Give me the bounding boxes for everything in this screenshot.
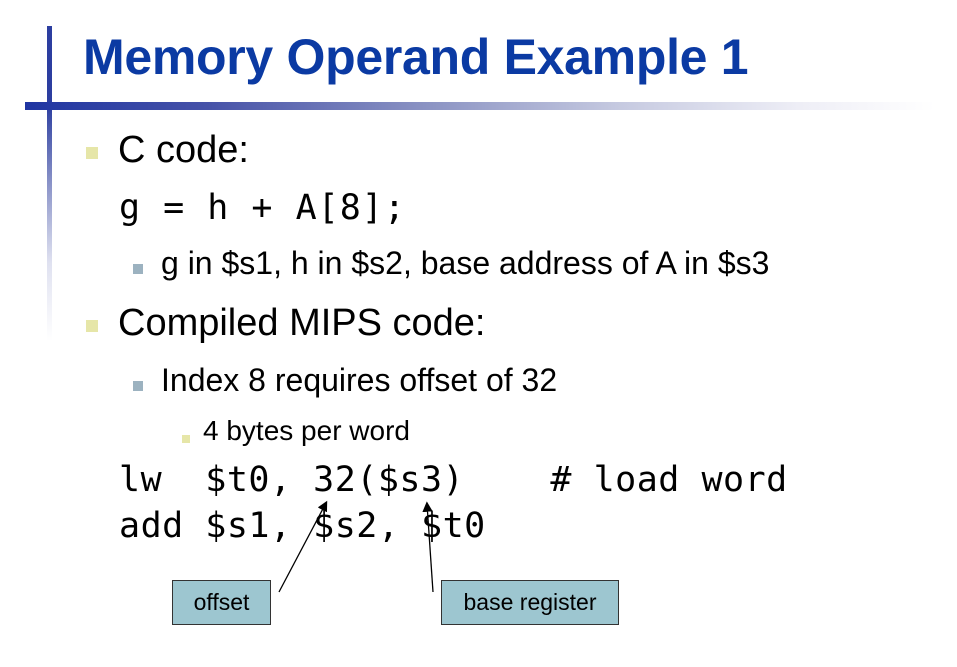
sub-sub-bullet-square-icon	[182, 435, 190, 443]
bullet-compiled-mips: Compiled MIPS code:	[118, 302, 486, 344]
offset-callout-label: offset	[193, 589, 250, 615]
slide-title: Memory Operand Example 1	[83, 29, 749, 85]
mips-line-lw: lw $t0, 32($s3) # load word	[119, 460, 788, 500]
base-register-callout-label: base register	[463, 589, 597, 615]
bullet-c-code: C code:	[118, 129, 249, 171]
sub-bullet-square-icon	[133, 381, 143, 391]
base-register-callout: base register	[441, 580, 619, 625]
base-register-arrow-icon	[422, 501, 434, 593]
title-vertical-rule	[47, 26, 52, 341]
bytes-per-word-text: 4 bytes per word	[203, 415, 410, 446]
mips-line-add: add $s1, $s2, $t0	[119, 506, 486, 546]
register-mapping-text: g in $s1, h in $s2, base address of A in…	[161, 245, 770, 281]
title-horizontal-rule	[25, 102, 935, 110]
sub-bullet-square-icon	[133, 264, 143, 274]
bullet-square-icon	[86, 320, 98, 332]
offset-arrow-icon	[278, 500, 328, 593]
c-code-line: g = h + A[8];	[119, 188, 406, 228]
bullet-square-icon	[86, 147, 98, 159]
offset-callout: offset	[172, 580, 271, 625]
index-offset-text: Index 8 requires offset of 32	[161, 362, 558, 398]
